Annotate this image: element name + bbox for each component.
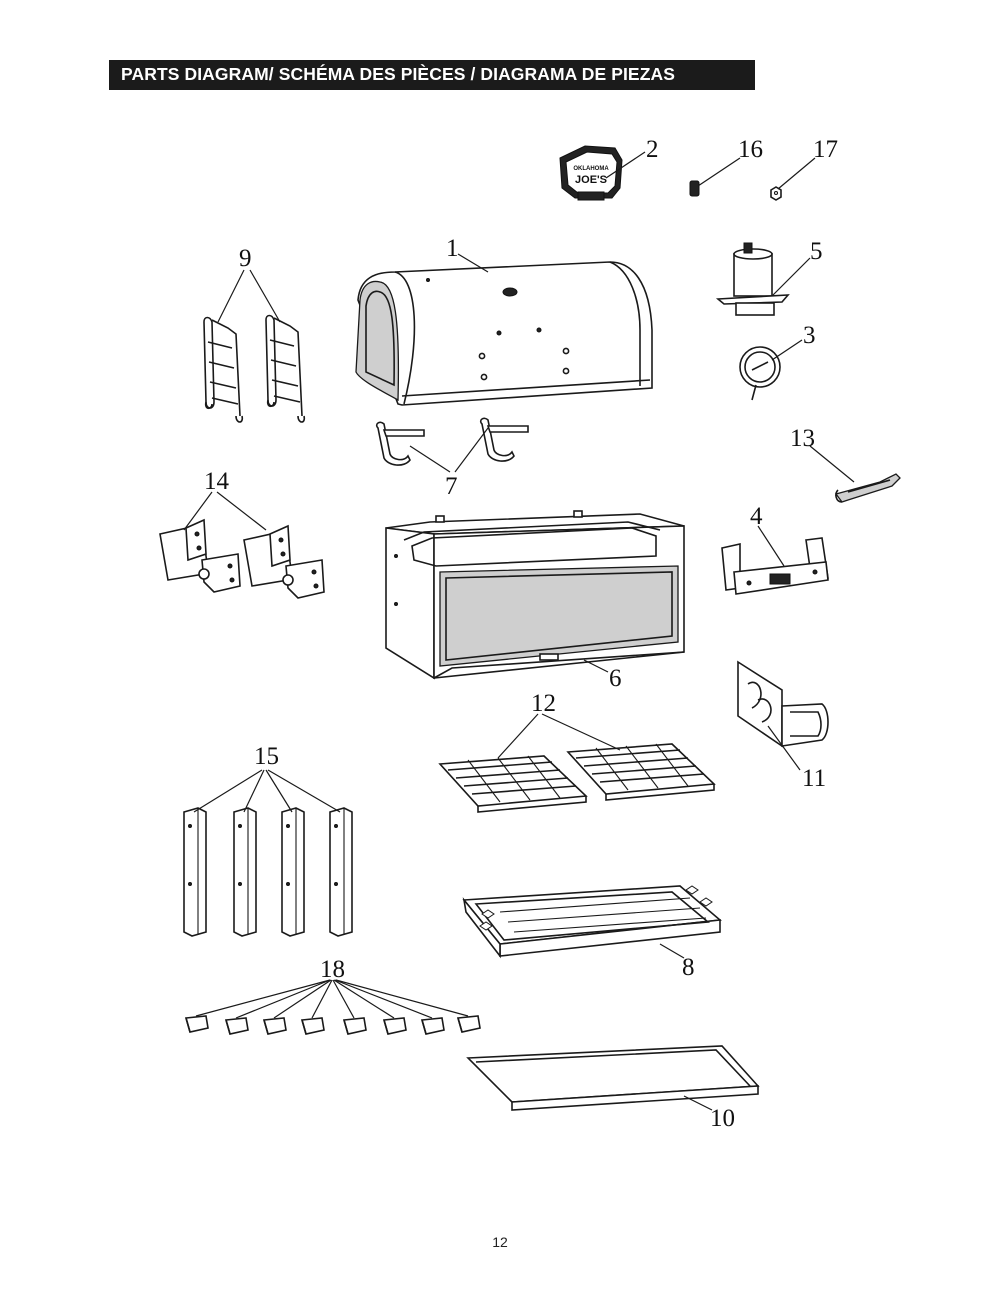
callout-17: 17 [813, 136, 838, 163]
callout-3: 3 [803, 322, 816, 349]
part-8-charcoal-basket [462, 885, 722, 959]
part-15-legs [183, 807, 353, 937]
leader-lines [183, 151, 855, 1111]
callout-14: 14 [204, 468, 230, 495]
logo-text-1: OKLAHOMA [573, 166, 609, 172]
page-number: 12 [492, 1234, 508, 1250]
callout-2: 2 [646, 136, 659, 163]
callout-12: 12 [531, 690, 556, 717]
part-16-small-sleeve [689, 180, 700, 197]
part-10-ash-tray [466, 1045, 760, 1111]
part-7-lid-hooks [375, 417, 529, 466]
part-6-firebox [385, 510, 685, 680]
part-2-logo-badge: OKLAHOMA JOE'S [559, 145, 623, 201]
callout-1: 1 [446, 235, 459, 262]
callout-10: 10 [710, 1105, 735, 1132]
callout-13: 13 [790, 425, 815, 452]
part-5-chimney [715, 242, 790, 316]
callout-7: 7 [445, 473, 458, 500]
callout-16: 16 [738, 136, 763, 163]
page-title: PARTS DIAGRAM/ SCHÉMA DES PIÈCES / DIAGR… [121, 64, 676, 84]
callout-18: 18 [320, 956, 345, 983]
title-banner: PARTS DIAGRAM/ SCHÉMA DES PIÈCES / DIAGR… [109, 60, 755, 90]
callout-6: 6 [609, 665, 622, 692]
part-9-side-handles [203, 314, 306, 423]
part-4-front-bracket [721, 537, 829, 595]
callout-11: 11 [802, 765, 826, 792]
part-14-brackets [159, 518, 325, 599]
callout-5: 5 [810, 238, 823, 265]
part-17-nut [770, 186, 782, 201]
part-13-grate-lifter [834, 473, 901, 503]
callout-9: 9 [239, 245, 252, 272]
logo-text-2: JOE'S [575, 174, 607, 186]
callout-4: 4 [750, 503, 763, 530]
callout-15: 15 [254, 743, 279, 770]
part-18-feet [184, 1015, 481, 1035]
part-12-cooking-grates [438, 743, 716, 813]
callout-numbers: 2 16 17 1 5 3 9 7 13 14 4 6 12 11 15 8 1… [204, 136, 838, 1132]
part-3-thermometer [739, 346, 781, 401]
callout-8: 8 [682, 954, 695, 981]
part-1-lid [355, 261, 653, 406]
part-11-side-plate [737, 660, 829, 748]
